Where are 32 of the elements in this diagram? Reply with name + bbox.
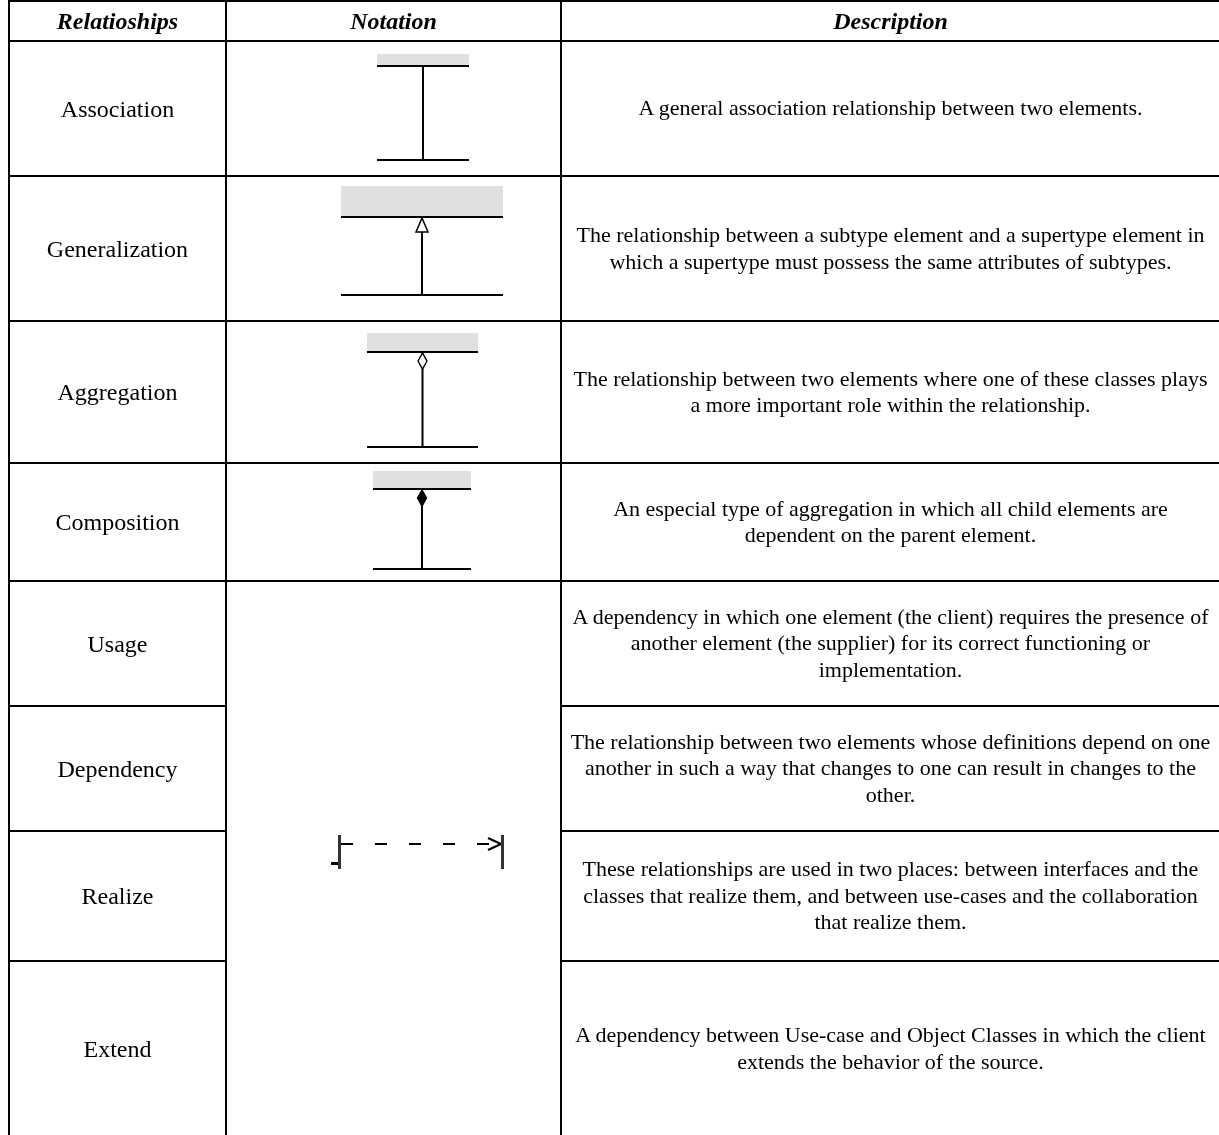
column-header: Relatioships bbox=[56, 7, 179, 36]
column-header: Notation bbox=[350, 7, 437, 36]
class-line bbox=[341, 294, 503, 296]
relationship-name: Realize bbox=[81, 882, 154, 911]
connector-line bbox=[422, 66, 424, 160]
class-box bbox=[377, 54, 469, 67]
description-text: A general association relationship between two elements. bbox=[638, 95, 1143, 122]
relationship-name: Aggregation bbox=[57, 378, 178, 407]
relationship-name: Association bbox=[60, 94, 175, 124]
description-text: A dependency between Use-case and Object Classes in which the client extends the behavior of the source. bbox=[574, 1022, 1207, 1075]
class-bar bbox=[501, 835, 504, 869]
class-line bbox=[373, 568, 471, 570]
class-box bbox=[373, 471, 471, 490]
description-text: The relationship between two elements where one of these classes plays a more important role within the relationship. bbox=[572, 365, 1209, 419]
class-bar bbox=[331, 835, 341, 869]
description-text: The relationship between a subtype element and a supertype element in which a supertype must possess the same attributes of subtypes. bbox=[575, 222, 1206, 275]
column-header: Description bbox=[833, 7, 948, 36]
relationship-name: Dependency bbox=[57, 754, 178, 784]
relationship-name: Extend bbox=[83, 1034, 152, 1064]
description-text: An especial type of aggregation in which all child elements are dependent on the parent element. bbox=[612, 495, 1169, 549]
class-line bbox=[367, 446, 478, 448]
class-line bbox=[377, 159, 469, 161]
description-text: A dependency in which one element (the client) requires the presence of another element (the supplier) for its correct functioning or implementation. bbox=[571, 603, 1210, 684]
arrow bbox=[415, 217, 429, 295]
arrow bbox=[340, 837, 502, 851]
relationship-name: Usage bbox=[87, 629, 148, 659]
description-text: The relationship between two elements whose definitions depend on one another in such a way that changes to one can result in changes to the other. bbox=[569, 728, 1212, 809]
class-box bbox=[341, 186, 503, 218]
relationship-name: Generalization bbox=[46, 234, 189, 264]
description-text: These relationships are used in two places: between interfaces and the classes that realize them, and between use-cases and the collaboration that realize them. bbox=[581, 856, 1200, 936]
class-box bbox=[367, 333, 478, 353]
relationship-name: Composition bbox=[55, 508, 180, 537]
